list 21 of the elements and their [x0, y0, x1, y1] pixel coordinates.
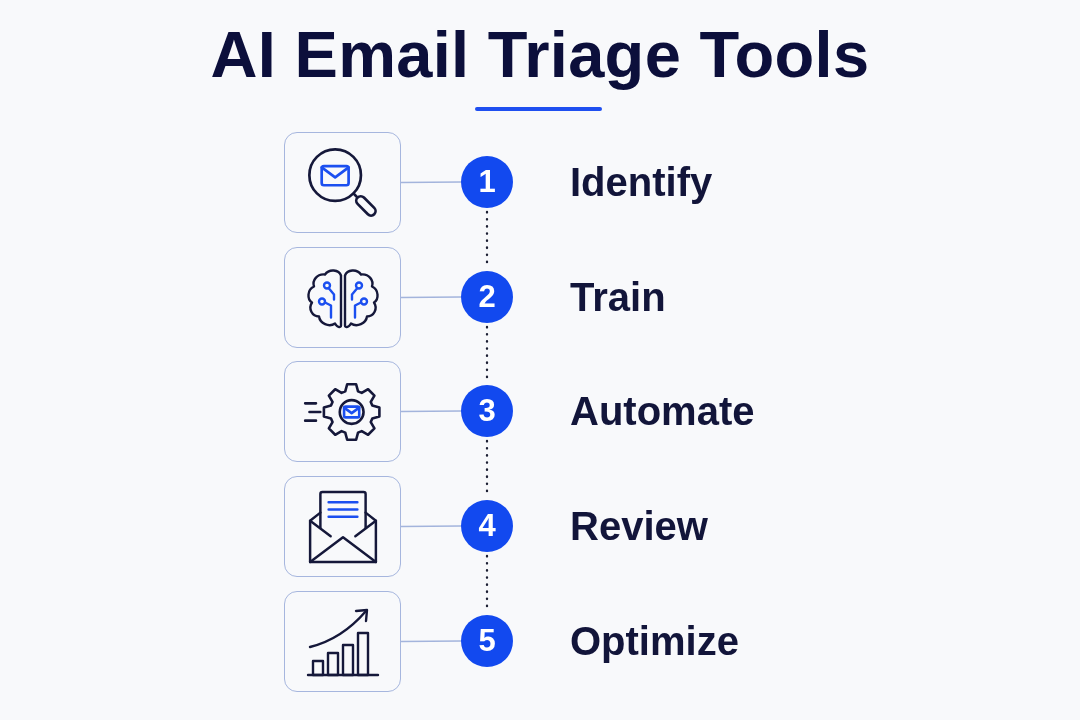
step-number-badge: 1: [461, 156, 513, 208]
icon-tile: [284, 361, 401, 462]
step-number-badge: 2: [461, 271, 513, 323]
icon-tile: [284, 132, 401, 233]
step-label: Optimize: [570, 618, 739, 664]
connector-line: [400, 296, 462, 299]
step-number-badge: 3: [461, 385, 513, 437]
icon-tile: [284, 476, 401, 577]
connector-line: [400, 525, 462, 528]
step-label: Automate: [570, 388, 755, 434]
icon-tile: [284, 591, 401, 692]
title: AI Email Triage Tools: [210, 19, 870, 91]
step-number-badge: 4: [461, 500, 513, 552]
step-number-badge: 5: [461, 615, 513, 667]
connector-line: [400, 410, 462, 413]
step-label: Train: [570, 274, 666, 320]
connector-line: [400, 640, 462, 643]
step-label: Review: [570, 503, 708, 549]
step-label: Identify: [570, 159, 713, 205]
connector-line: [400, 181, 462, 184]
icon-tile: [284, 247, 401, 348]
